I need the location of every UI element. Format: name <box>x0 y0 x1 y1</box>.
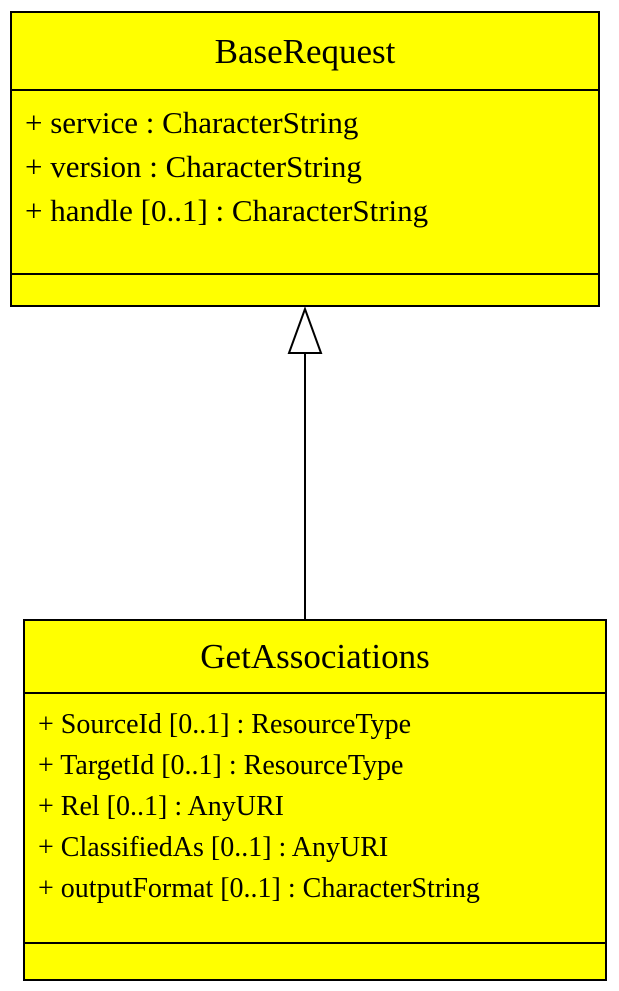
generalization-arrowhead-icon <box>287 306 323 354</box>
attributes-compartment-base-request: + service : CharacterString + version : … <box>12 91 598 275</box>
attribute-classified-as: + ClassifiedAs [0..1] : AnyURI <box>38 832 389 863</box>
attribute-output-format: + outputFormat [0..1] : CharacterString <box>38 873 480 904</box>
attribute-service: + service : CharacterString <box>25 105 359 140</box>
attribute-target-id: + TargetId [0..1] : ResourceType <box>38 750 404 781</box>
attribute-rel: + Rel [0..1] : AnyURI <box>38 791 284 822</box>
class-name-base-request: BaseRequest <box>12 13 598 91</box>
class-name-get-associations: GetAssociations <box>25 621 605 694</box>
attributes-compartment-get-associations: + SourceId [0..1] : ResourceType + Targe… <box>25 694 605 944</box>
base-request-class[interactable]: BaseRequest + service : CharacterString … <box>10 11 600 307</box>
attribute-source-id: + SourceId [0..1] : ResourceType <box>38 709 412 740</box>
attribute-version: + version : CharacterString <box>25 149 362 184</box>
get-associations-class[interactable]: GetAssociations + SourceId [0..1] : Reso… <box>23 619 607 981</box>
attribute-handle: + handle [0..1] : CharacterString <box>25 193 429 228</box>
